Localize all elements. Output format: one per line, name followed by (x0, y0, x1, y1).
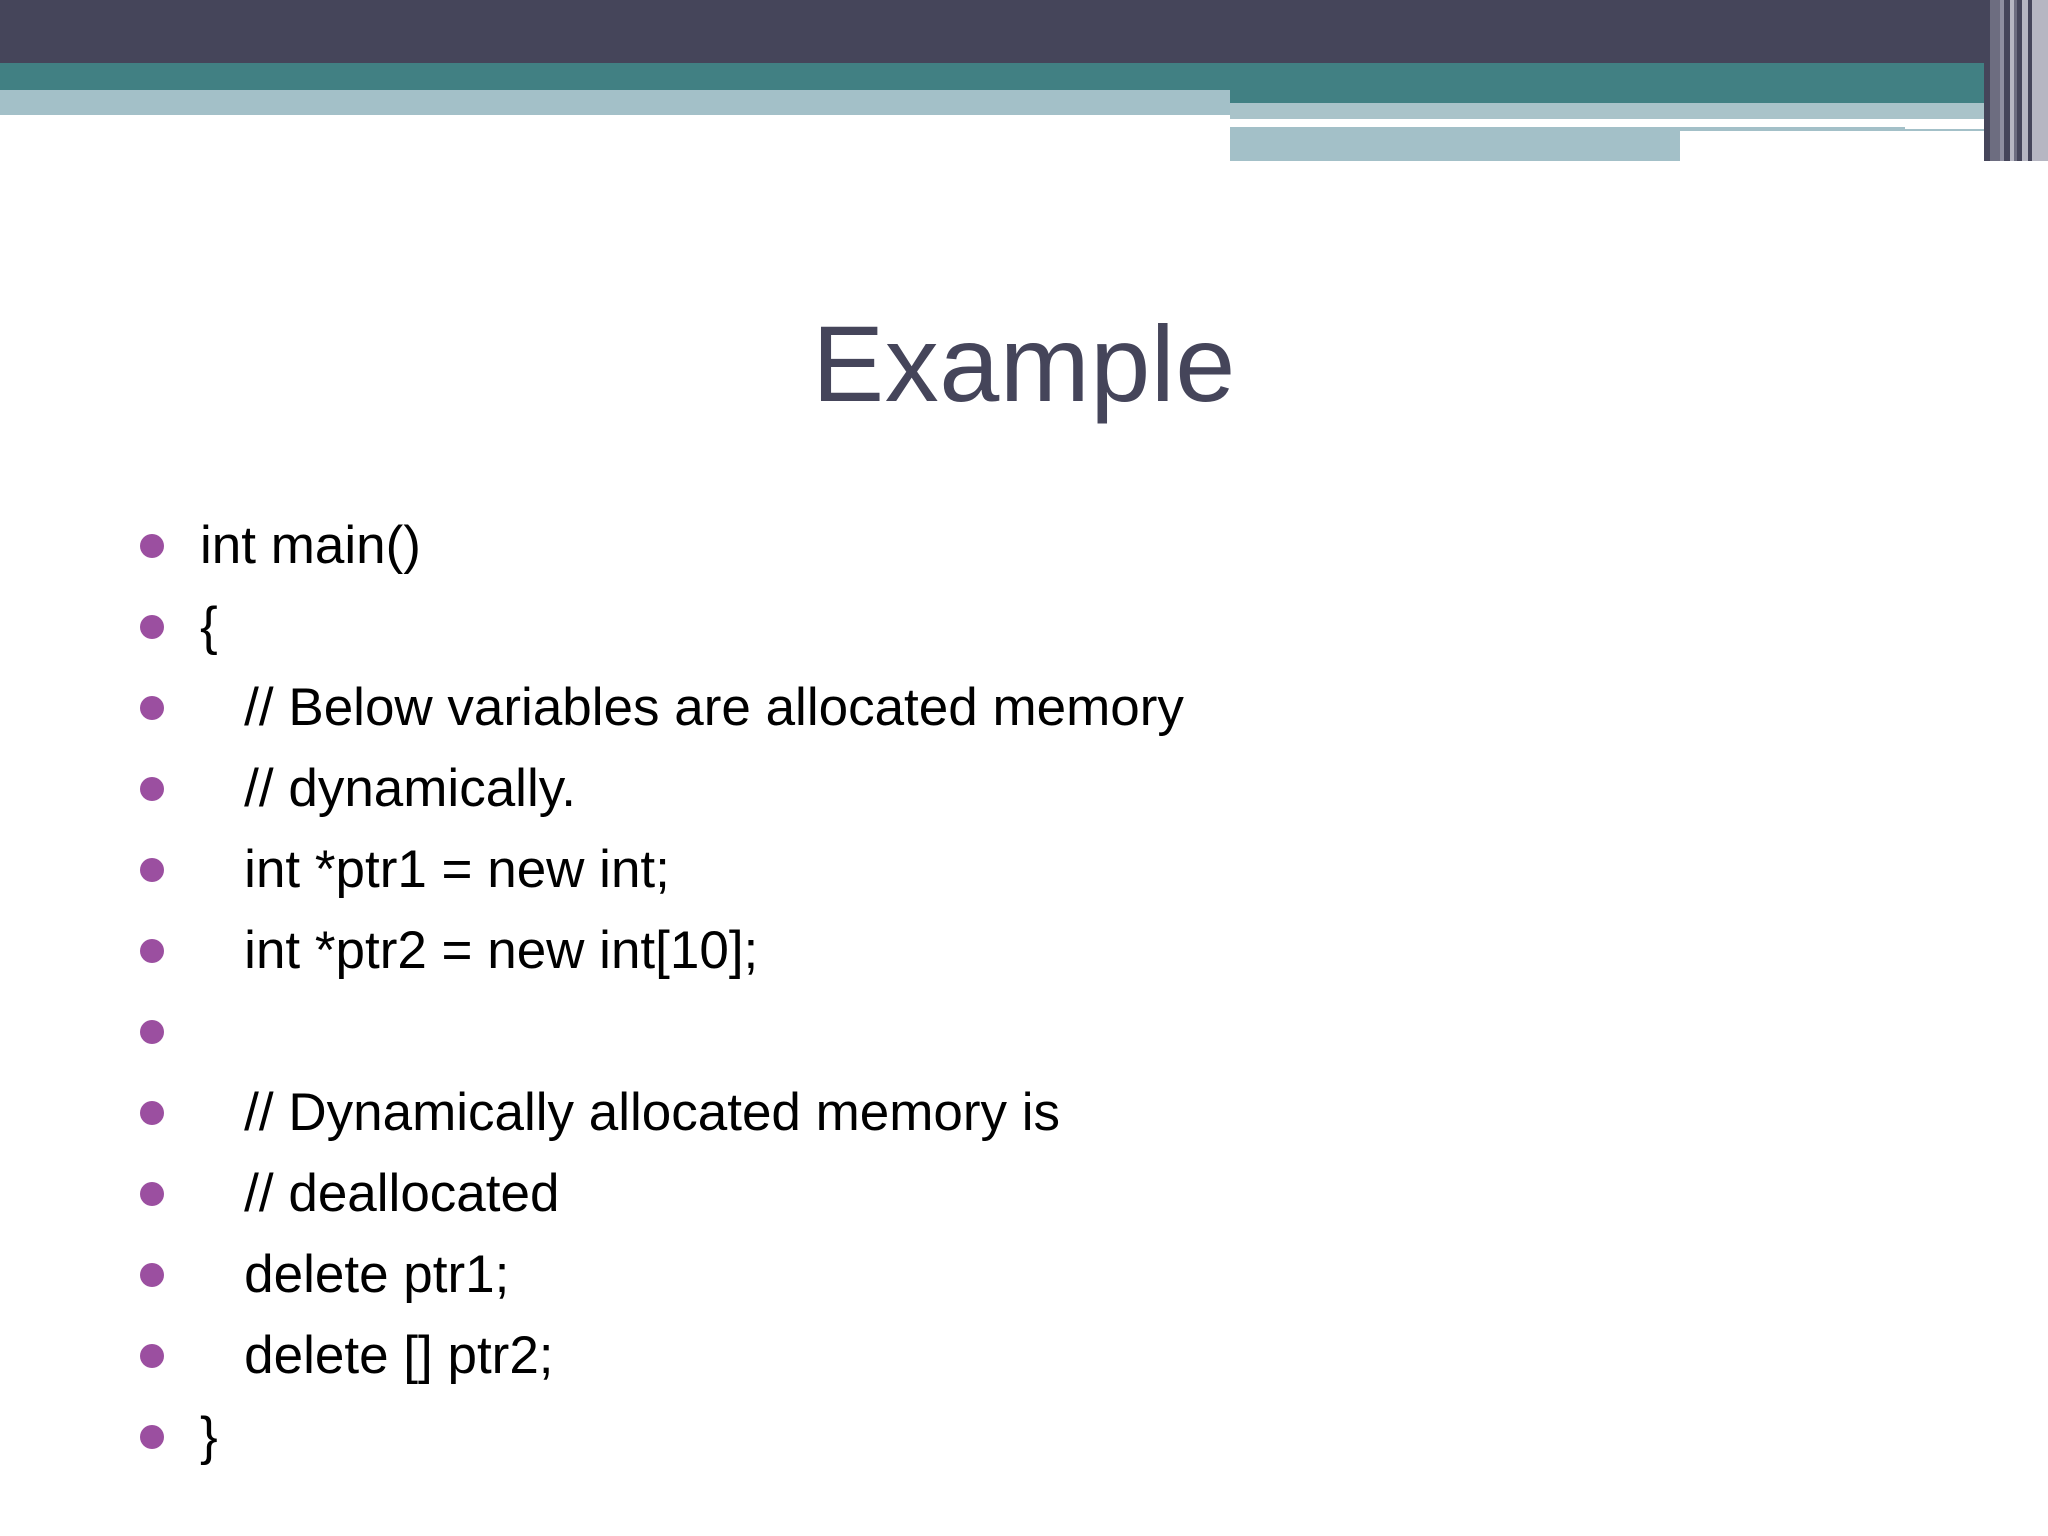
bullet-list-item: // deallocated (140, 1153, 1920, 1234)
bullet-list-item-label: } (200, 1407, 218, 1466)
header-vertical-stripe (1990, 0, 2000, 161)
bullet-dot-icon (140, 1020, 164, 1044)
header-band-lightblue-left (0, 90, 1230, 115)
slide-title: Example (812, 303, 1236, 424)
header-vertical-stripe (2010, 0, 2014, 161)
header-vertical-stripe (1984, 0, 1990, 161)
bullet-list-item-label: delete [] ptr2; (200, 1326, 554, 1385)
bullet-dot-icon (140, 1263, 164, 1287)
header-band-white-cut-upper (1905, 119, 2048, 129)
header-vertical-stripe (2022, 0, 2028, 161)
bullet-list-item-label: int main() (200, 516, 421, 575)
bullet-dot-icon (140, 1425, 164, 1449)
header-vertical-stripe (2028, 0, 2032, 161)
bullet-list-item: // dynamically. (140, 748, 1920, 829)
bullet-dot-icon (140, 534, 164, 558)
bullet-list-item: delete ptr1; (140, 1234, 1920, 1315)
header-vertical-stripe (2004, 0, 2010, 161)
bullet-list-item-label: // dynamically. (200, 759, 577, 818)
bullet-list-item-label: // Below variables are allocated memory (200, 678, 1184, 737)
header-vertical-stripes (1984, 0, 2048, 161)
bullet-list-item: // Dynamically allocated memory is (140, 1072, 1920, 1153)
header-vertical-stripe (2000, 0, 2004, 161)
header-band-lightblue-tail (1230, 127, 1680, 161)
bullet-list-item-label: // deallocated (200, 1164, 560, 1223)
bullet-dot-icon (140, 939, 164, 963)
bullet-list-item: } (140, 1396, 1920, 1477)
bullet-list-item-label: // Dynamically allocated memory is (200, 1083, 1061, 1142)
bullet-dot-icon (140, 1101, 164, 1125)
bullet-list-item-label: int *ptr2 = new int[10]; (200, 921, 759, 980)
bullet-dot-icon (140, 1182, 164, 1206)
bullet-dot-icon (140, 615, 164, 639)
header-vertical-stripe (2032, 0, 2048, 161)
bullet-list-item: int main() (140, 505, 1920, 586)
bullet-list-item: // Below variables are allocated memory (140, 667, 1920, 748)
bullet-list-item-label: { (200, 597, 218, 656)
bullet-list-item: int *ptr1 = new int; (140, 829, 1920, 910)
bullet-dot-icon (140, 696, 164, 720)
bullet-list-item: delete [] ptr2; (140, 1315, 1920, 1396)
bullet-dot-icon (140, 777, 164, 801)
header-vertical-stripe (2014, 0, 2017, 161)
bullet-dot-icon (140, 1344, 164, 1368)
bullet-list-item: { (140, 586, 1920, 667)
header-vertical-stripe (2017, 0, 2022, 161)
bullet-list-item-label: int *ptr1 = new int; (200, 840, 670, 899)
header-band-navy (0, 0, 2048, 63)
bullet-list-item (140, 991, 1920, 1072)
header-band-lightblue-strip-upper (1230, 103, 2048, 119)
slide-body-bullet-list: int main() { // Below variables are alloc… (140, 505, 1920, 1477)
bullet-list-item-label: delete ptr1; (200, 1245, 510, 1304)
bullet-list-item: int *ptr2 = new int[10]; (140, 910, 1920, 991)
bullet-dot-icon (140, 858, 164, 882)
